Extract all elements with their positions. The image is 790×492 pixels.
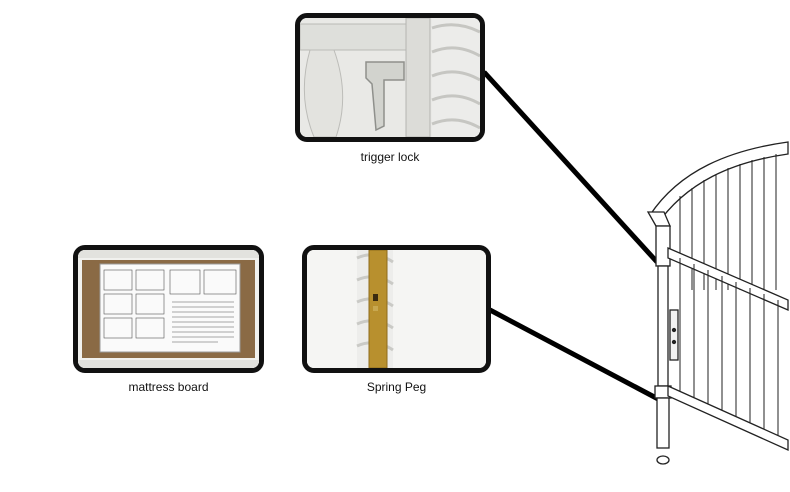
trigger-lock-leader [482,70,659,264]
mattress-board-caption: mattress board [128,380,209,394]
mattress-board-image [78,250,259,368]
spring-peg-leader [488,307,662,403]
mattress-board-photo [73,245,264,373]
trigger-lock-image [300,18,480,137]
trigger-lock-photo [295,13,485,142]
spring-peg-image [307,250,486,368]
spring-peg-photo [302,245,491,373]
trigger-lock-caption: trigger lock [360,150,420,164]
spring-peg-caption: Spring Peg [366,380,427,394]
crib-illustration [646,141,789,465]
